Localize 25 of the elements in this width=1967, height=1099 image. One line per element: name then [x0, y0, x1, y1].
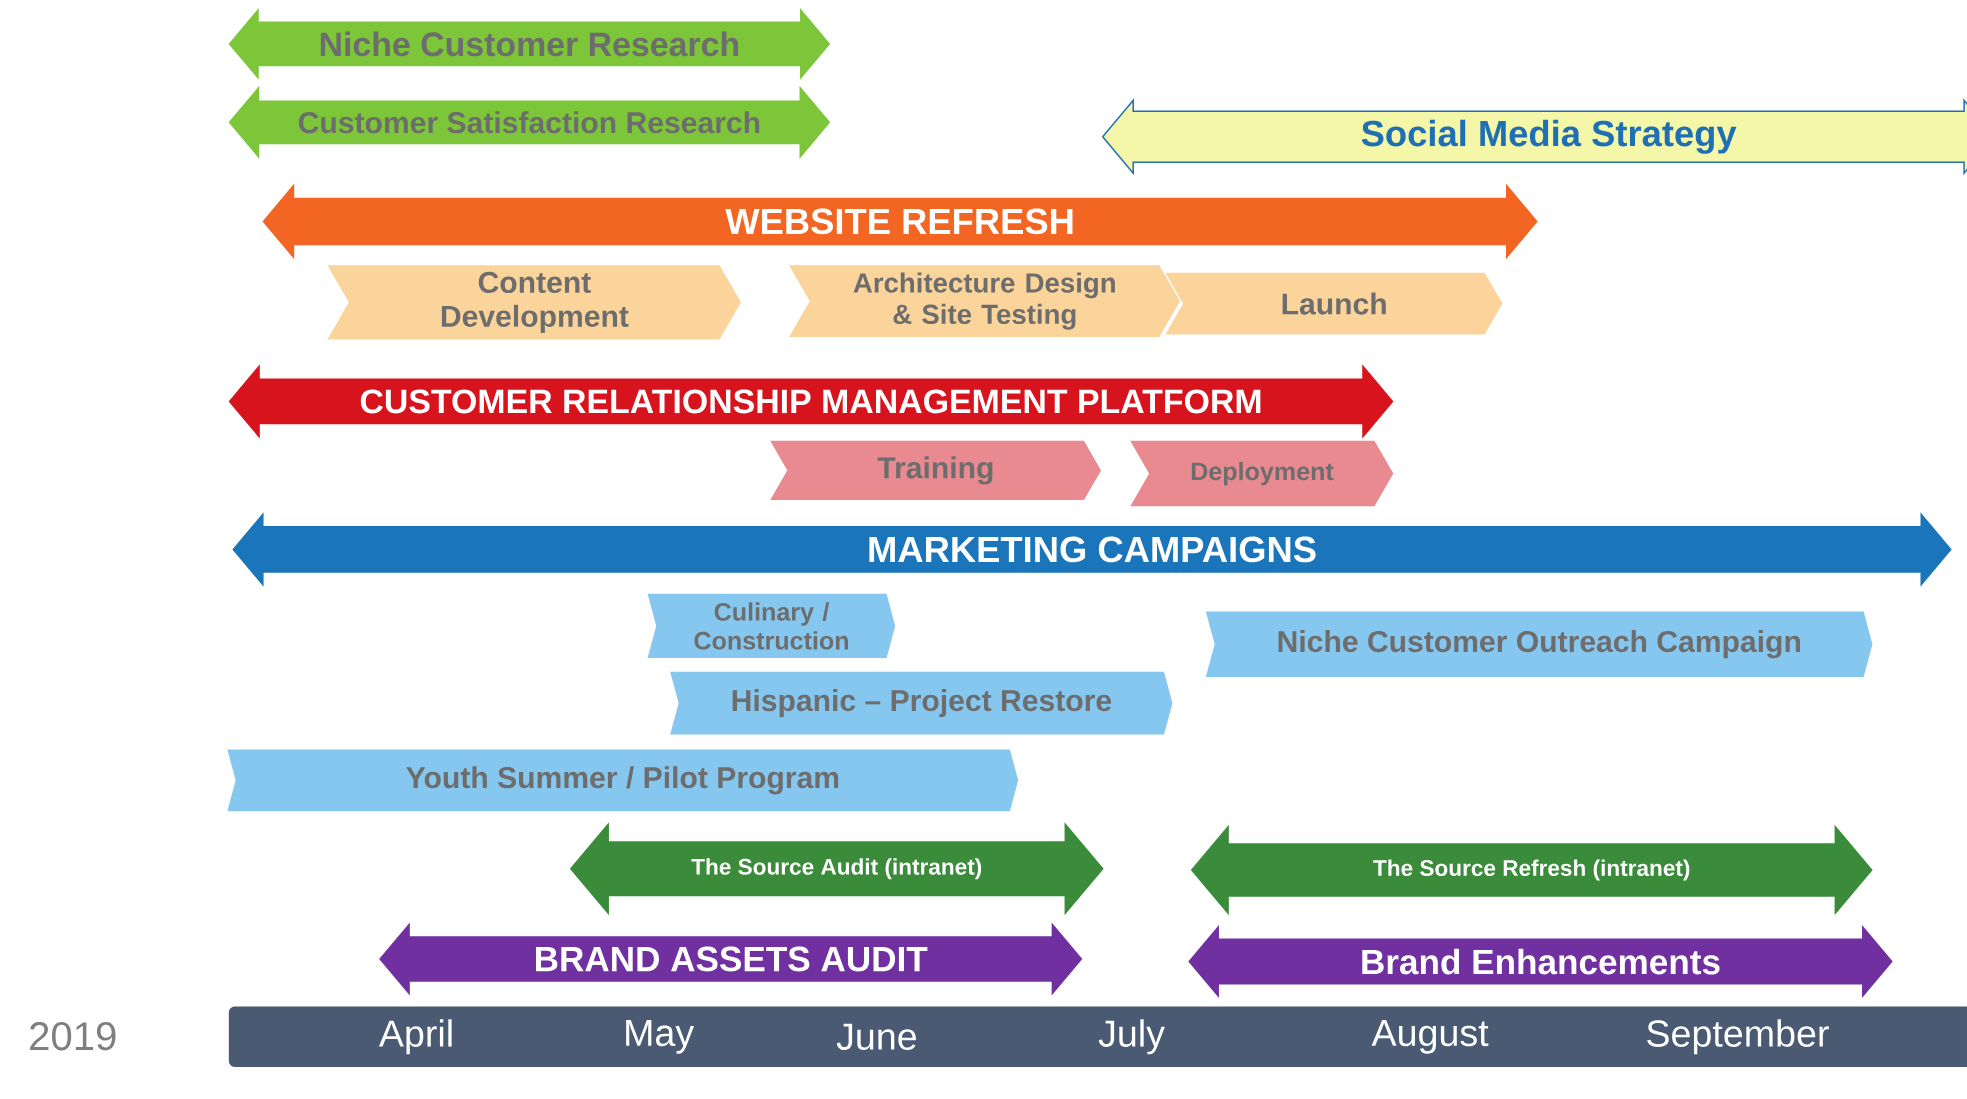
month-label: June [836, 1023, 916, 1050]
campaign-tab: Culinary / Construction [647, 593, 896, 659]
month-label: July [1098, 1019, 1165, 1055]
timeline-bar [228, 1006, 1967, 1068]
campaign-tab: Niche Customer Outreach Campaign [1205, 611, 1873, 677]
double-arrow-bar: The Source Refresh (intranet) [1190, 824, 1873, 916]
month-label: May [626, 1020, 695, 1054]
chevron-step: Content Development [327, 265, 742, 340]
campaign-tab: Youth Summer / Pilot Program [227, 749, 1019, 812]
double-arrow-bar: Brand Enhancements [1188, 925, 1893, 999]
double-arrow-bar: Social Media Strategy [1101, 98, 1967, 176]
double-arrow-bar: CUSTOMER RELATIONSHIP MANAGEMENT PLATFORM [228, 364, 1394, 439]
double-arrow-bar: BRAND ASSETS AUDIT [379, 922, 1083, 996]
double-arrow-bar: WEBSITE REFRESH [262, 183, 1538, 260]
month-label: April [378, 1019, 452, 1055]
double-arrow-bar: The Source Audit (intranet) [569, 822, 1104, 916]
campaign-tab: Hispanic – Project Restore [670, 671, 1173, 735]
chevron-step: Training [770, 440, 1102, 501]
year-label: 2019 [30, 1022, 116, 1051]
month-label: September [1647, 1019, 1829, 1055]
double-arrow-bar: MARKETING CAMPAIGNS [232, 512, 1952, 587]
chevron-step: Deployment [1130, 440, 1394, 507]
chevron-step: Launch [1165, 272, 1503, 335]
month-label: August [1371, 1020, 1489, 1054]
chevron-step: Architecture Design & Site Testing [789, 265, 1181, 337]
